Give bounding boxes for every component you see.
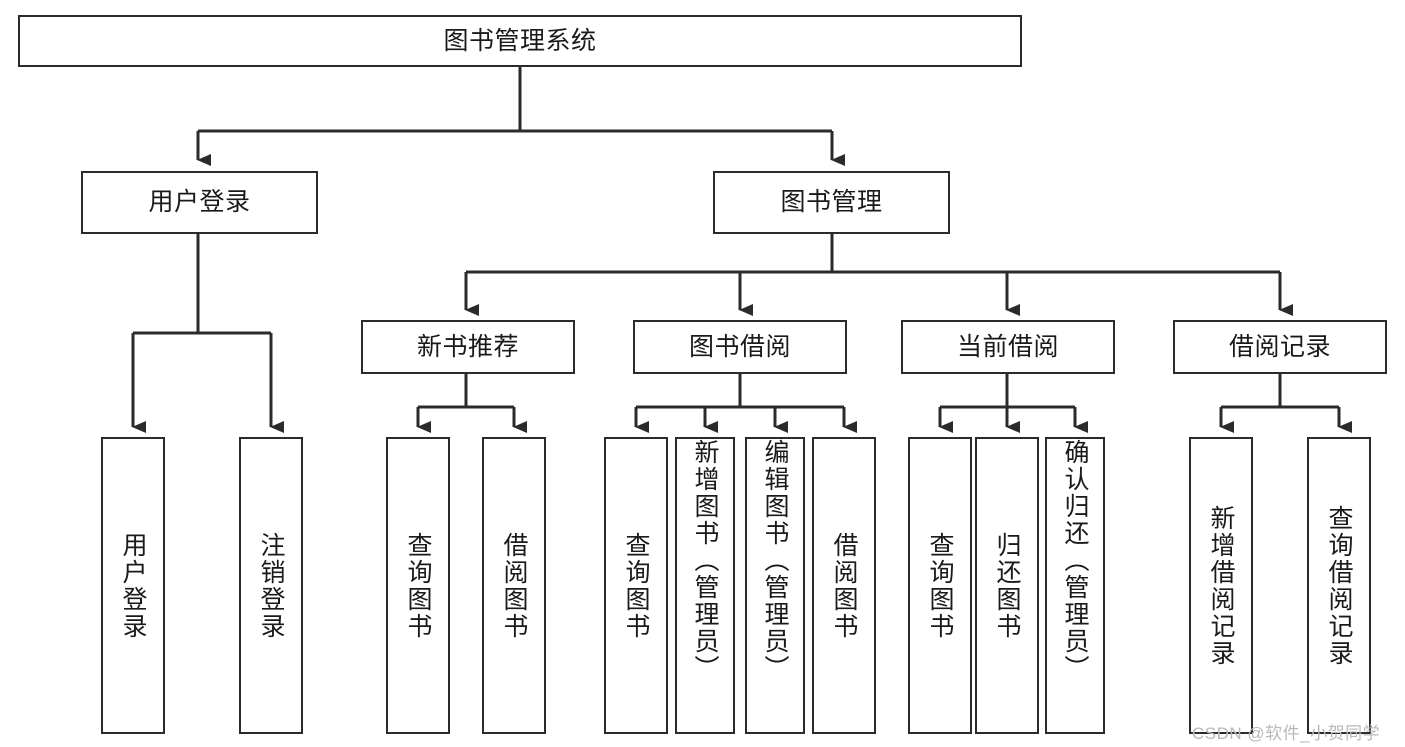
node-label: 借阅图书 [500, 531, 528, 640]
node-root-system[interactable]: 图书管理系统 [18, 15, 1022, 67]
node-label: 查询图书 [404, 531, 432, 640]
node-label: 编辑图书（管理员） [761, 439, 789, 682]
node-label: 用户登录 [119, 531, 147, 640]
leaf-query-borrow-record[interactable]: 查询借阅记录 [1307, 437, 1371, 734]
node-label: 确认归还（管理员） [1061, 439, 1089, 682]
leaf-add-borrow-record[interactable]: 新增借阅记录 [1189, 437, 1253, 734]
leaf-query-book-borrow[interactable]: 查询图书 [604, 437, 668, 734]
leaf-borrow-book-recommend[interactable]: 借阅图书 [482, 437, 546, 734]
leaf-user-login[interactable]: 用户登录 [101, 437, 165, 734]
node-label: 查询图书 [926, 531, 954, 640]
node-new-book-recommend[interactable]: 新书推荐 [361, 320, 575, 374]
node-label: 图书借阅 [688, 332, 791, 361]
leaf-add-book-admin[interactable]: 新增图书（管理员） [675, 437, 735, 734]
node-label: 查询图书 [622, 531, 650, 640]
node-label: 图书管理 [780, 188, 883, 217]
node-label: 图书管理系统 [443, 26, 597, 55]
node-label: 查询借阅记录 [1325, 504, 1353, 667]
node-label: 归还图书 [993, 531, 1021, 640]
node-label: 新增借阅记录 [1207, 504, 1235, 667]
csdn-watermark: CSDN @软件_小贺同学 [1192, 724, 1381, 743]
node-label: 当前借阅 [956, 332, 1059, 361]
leaf-query-book-current[interactable]: 查询图书 [908, 437, 972, 734]
node-label: 注销登录 [257, 531, 285, 640]
leaf-query-book-recommend[interactable]: 查询图书 [386, 437, 450, 734]
leaf-borrow-book[interactable]: 借阅图书 [812, 437, 876, 734]
node-user-login[interactable]: 用户登录 [81, 171, 318, 234]
leaf-logout[interactable]: 注销登录 [239, 437, 303, 734]
node-label: 用户登录 [148, 188, 251, 217]
node-label: 新书推荐 [416, 332, 519, 361]
node-borrow-records[interactable]: 借阅记录 [1173, 320, 1387, 374]
node-current-borrow[interactable]: 当前借阅 [901, 320, 1115, 374]
leaf-edit-book-admin[interactable]: 编辑图书（管理员） [745, 437, 805, 734]
node-label: 借阅图书 [830, 531, 858, 640]
leaf-return-book[interactable]: 归还图书 [975, 437, 1039, 734]
node-label: 新增图书（管理员） [691, 439, 719, 682]
leaf-confirm-return-admin[interactable]: 确认归还（管理员） [1045, 437, 1105, 734]
node-label: 借阅记录 [1228, 332, 1331, 361]
node-book-management[interactable]: 图书管理 [713, 171, 950, 234]
node-book-borrow[interactable]: 图书借阅 [633, 320, 847, 374]
